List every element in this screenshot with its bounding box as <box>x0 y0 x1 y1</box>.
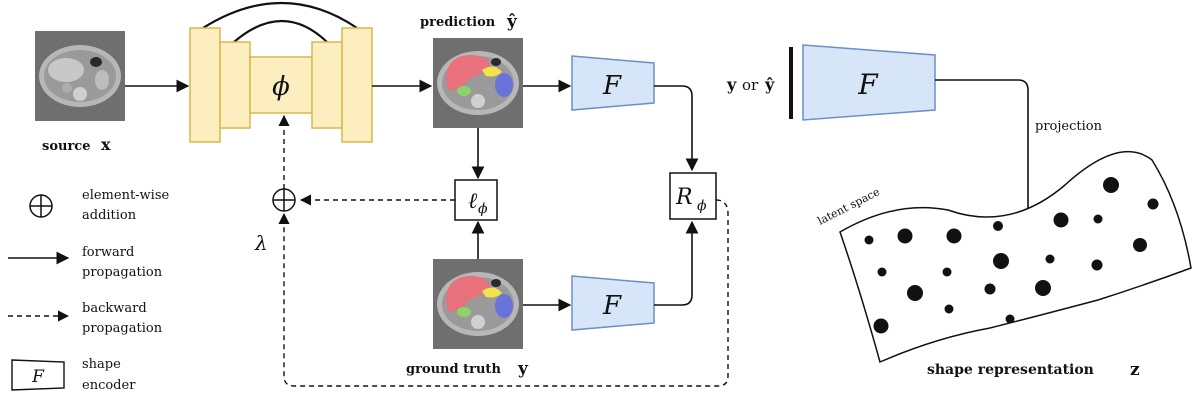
skip-connection-inner <box>233 20 328 43</box>
legend-addition-line2: addition <box>82 208 137 223</box>
bottleneck-block <box>249 56 313 114</box>
latent-space-surface <box>839 150 1192 364</box>
shape-representation-symbol: z <box>1130 360 1140 380</box>
latent-point <box>1035 280 1051 296</box>
loss-box <box>454 179 498 221</box>
regularizer-subscript: ϕ <box>697 198 707 214</box>
source-label: source <box>42 139 90 154</box>
regularizer-symbol: R <box>675 185 693 210</box>
shape-encoder-bottom-symbol: F <box>602 291 622 321</box>
source-ct-image <box>35 31 125 121</box>
latent-point <box>1045 254 1055 264</box>
legend-backward-line1: backward <box>82 301 147 316</box>
legend-forward-line2: propagation <box>82 265 163 280</box>
latent-point <box>993 221 1003 231</box>
legend: element-wise addition forward propagatio… <box>8 188 170 393</box>
legend-encoder-line1: shape <box>82 357 121 372</box>
shape-encoder-top <box>571 55 655 111</box>
encoder-top-to-regularizer-arrow <box>654 85 699 172</box>
encoder-block-2 <box>219 41 251 129</box>
latent-point <box>864 235 874 245</box>
encoder-block-1 <box>189 27 221 143</box>
kidney-region <box>457 307 471 317</box>
latent-point <box>984 283 996 295</box>
lambda-symbol: λ <box>254 231 268 255</box>
latent-point <box>1093 214 1103 224</box>
latent-point <box>897 228 913 244</box>
latent-point <box>1053 212 1069 228</box>
source-symbol: x <box>101 135 111 154</box>
right-panel: y or ŷ F projection latent space <box>726 44 1192 380</box>
decoder-block-1 <box>311 41 343 129</box>
loss-subscript: ϕ <box>478 201 488 217</box>
legend-addition-line1: element-wise <box>82 188 170 203</box>
legend-backward-line2: propagation <box>82 321 163 336</box>
latent-point <box>1133 238 1147 252</box>
projection-encoder <box>802 44 936 121</box>
latent-point <box>1147 198 1159 210</box>
skip-connection-outer <box>202 1 358 29</box>
shape-representation-label: shape representation <box>927 362 1094 378</box>
latent-point <box>946 228 962 244</box>
legend-encoder-symbol: F <box>31 367 45 387</box>
legend-addition-icon <box>29 194 53 218</box>
input-yhat-symbol: ŷ <box>764 75 775 94</box>
regularizer-to-addition-arrow <box>278 199 729 387</box>
prediction-segmentation-image <box>433 38 523 128</box>
latent-point <box>1091 259 1103 271</box>
projection-label: projection <box>1035 119 1103 134</box>
ground-truth-segmentation-image <box>433 259 523 349</box>
latent-point <box>944 304 954 314</box>
spleen-region <box>495 73 513 97</box>
liver-region <box>446 55 490 91</box>
segmentation-network: ϕ <box>189 1 373 143</box>
legend-encoder-line2: encoder <box>82 378 136 393</box>
prediction-symbol: ŷ <box>506 12 518 32</box>
latent-point <box>942 267 952 277</box>
ground-truth-label: ground truth <box>406 362 501 377</box>
latent-point <box>1103 177 1119 193</box>
legend-forward-line1: forward <box>82 245 134 260</box>
shape-encoder-top-symbol: F <box>602 71 622 101</box>
kidney-region <box>457 86 471 96</box>
regularizer-box <box>669 172 717 220</box>
latent-point <box>1005 314 1015 324</box>
pancreas-region <box>482 66 502 77</box>
encoder-bottom-to-regularizer-arrow <box>654 220 699 306</box>
latent-points <box>864 177 1159 334</box>
liver-region <box>446 276 490 312</box>
latent-point <box>877 267 887 277</box>
prediction-label: prediction <box>420 15 496 30</box>
latent-point <box>907 285 923 301</box>
latent-point <box>993 253 1009 269</box>
decoder-block-2 <box>341 27 373 143</box>
shape-encoder-bottom <box>571 275 655 331</box>
addition-operator <box>272 188 296 212</box>
pancreas-region <box>482 287 502 298</box>
projection-arrow <box>935 79 1035 227</box>
projection-encoder-symbol: F <box>857 68 879 101</box>
legend-encoder-icon <box>11 359 65 391</box>
network-symbol: ϕ <box>272 72 290 102</box>
loss-symbol: ℓ <box>468 189 478 214</box>
input-or-text: or <box>742 76 759 94</box>
latent-point <box>873 318 889 334</box>
input-y-symbol: y <box>726 75 737 94</box>
ground-truth-symbol: y <box>517 359 529 379</box>
spleen-region <box>495 294 513 318</box>
